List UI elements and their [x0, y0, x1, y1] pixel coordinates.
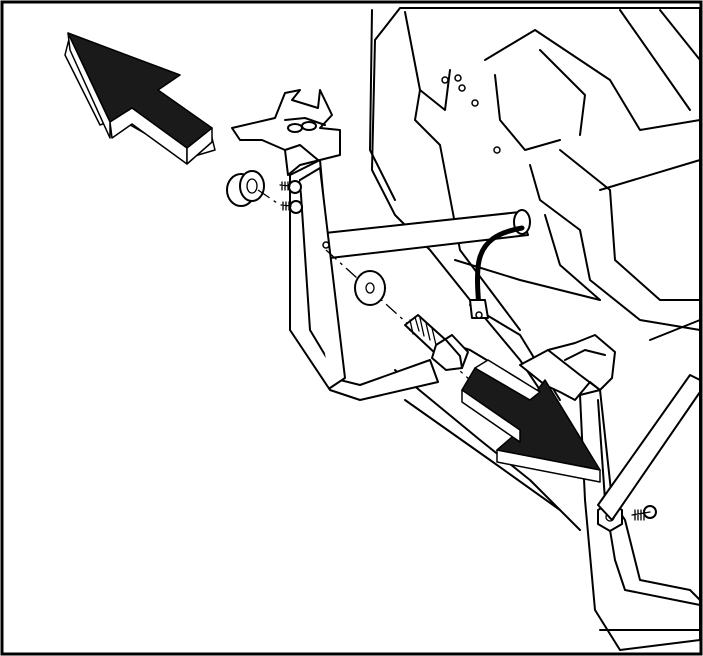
deck-hole-2: [454, 74, 462, 82]
deck-hole-1: [441, 76, 449, 84]
bracket-bolt-lower: [280, 200, 303, 214]
deck-hole-3: [471, 99, 479, 107]
bracket-bolt-upper: [279, 180, 302, 194]
remove-arrow-upper-left: [64, 32, 216, 165]
flat-washer: [354, 270, 386, 306]
wire-harness: [469, 225, 525, 319]
bolt-centerline: [325, 249, 471, 381]
deck-hole-5: [458, 84, 466, 92]
support-crossbar: [324, 209, 531, 259]
knob-nut: [226, 170, 265, 207]
knob-centerline: [257, 189, 281, 206]
deck-hole-4: [493, 146, 501, 154]
remove-arrow-lower-right: [461, 359, 601, 483]
right-bracket-stud: [631, 505, 657, 521]
bracket-pin-hole: [322, 241, 330, 249]
left-support-bracket: [231, 89, 439, 401]
hex-bolt: [404, 314, 469, 371]
diagonal-rod: [597, 374, 701, 521]
